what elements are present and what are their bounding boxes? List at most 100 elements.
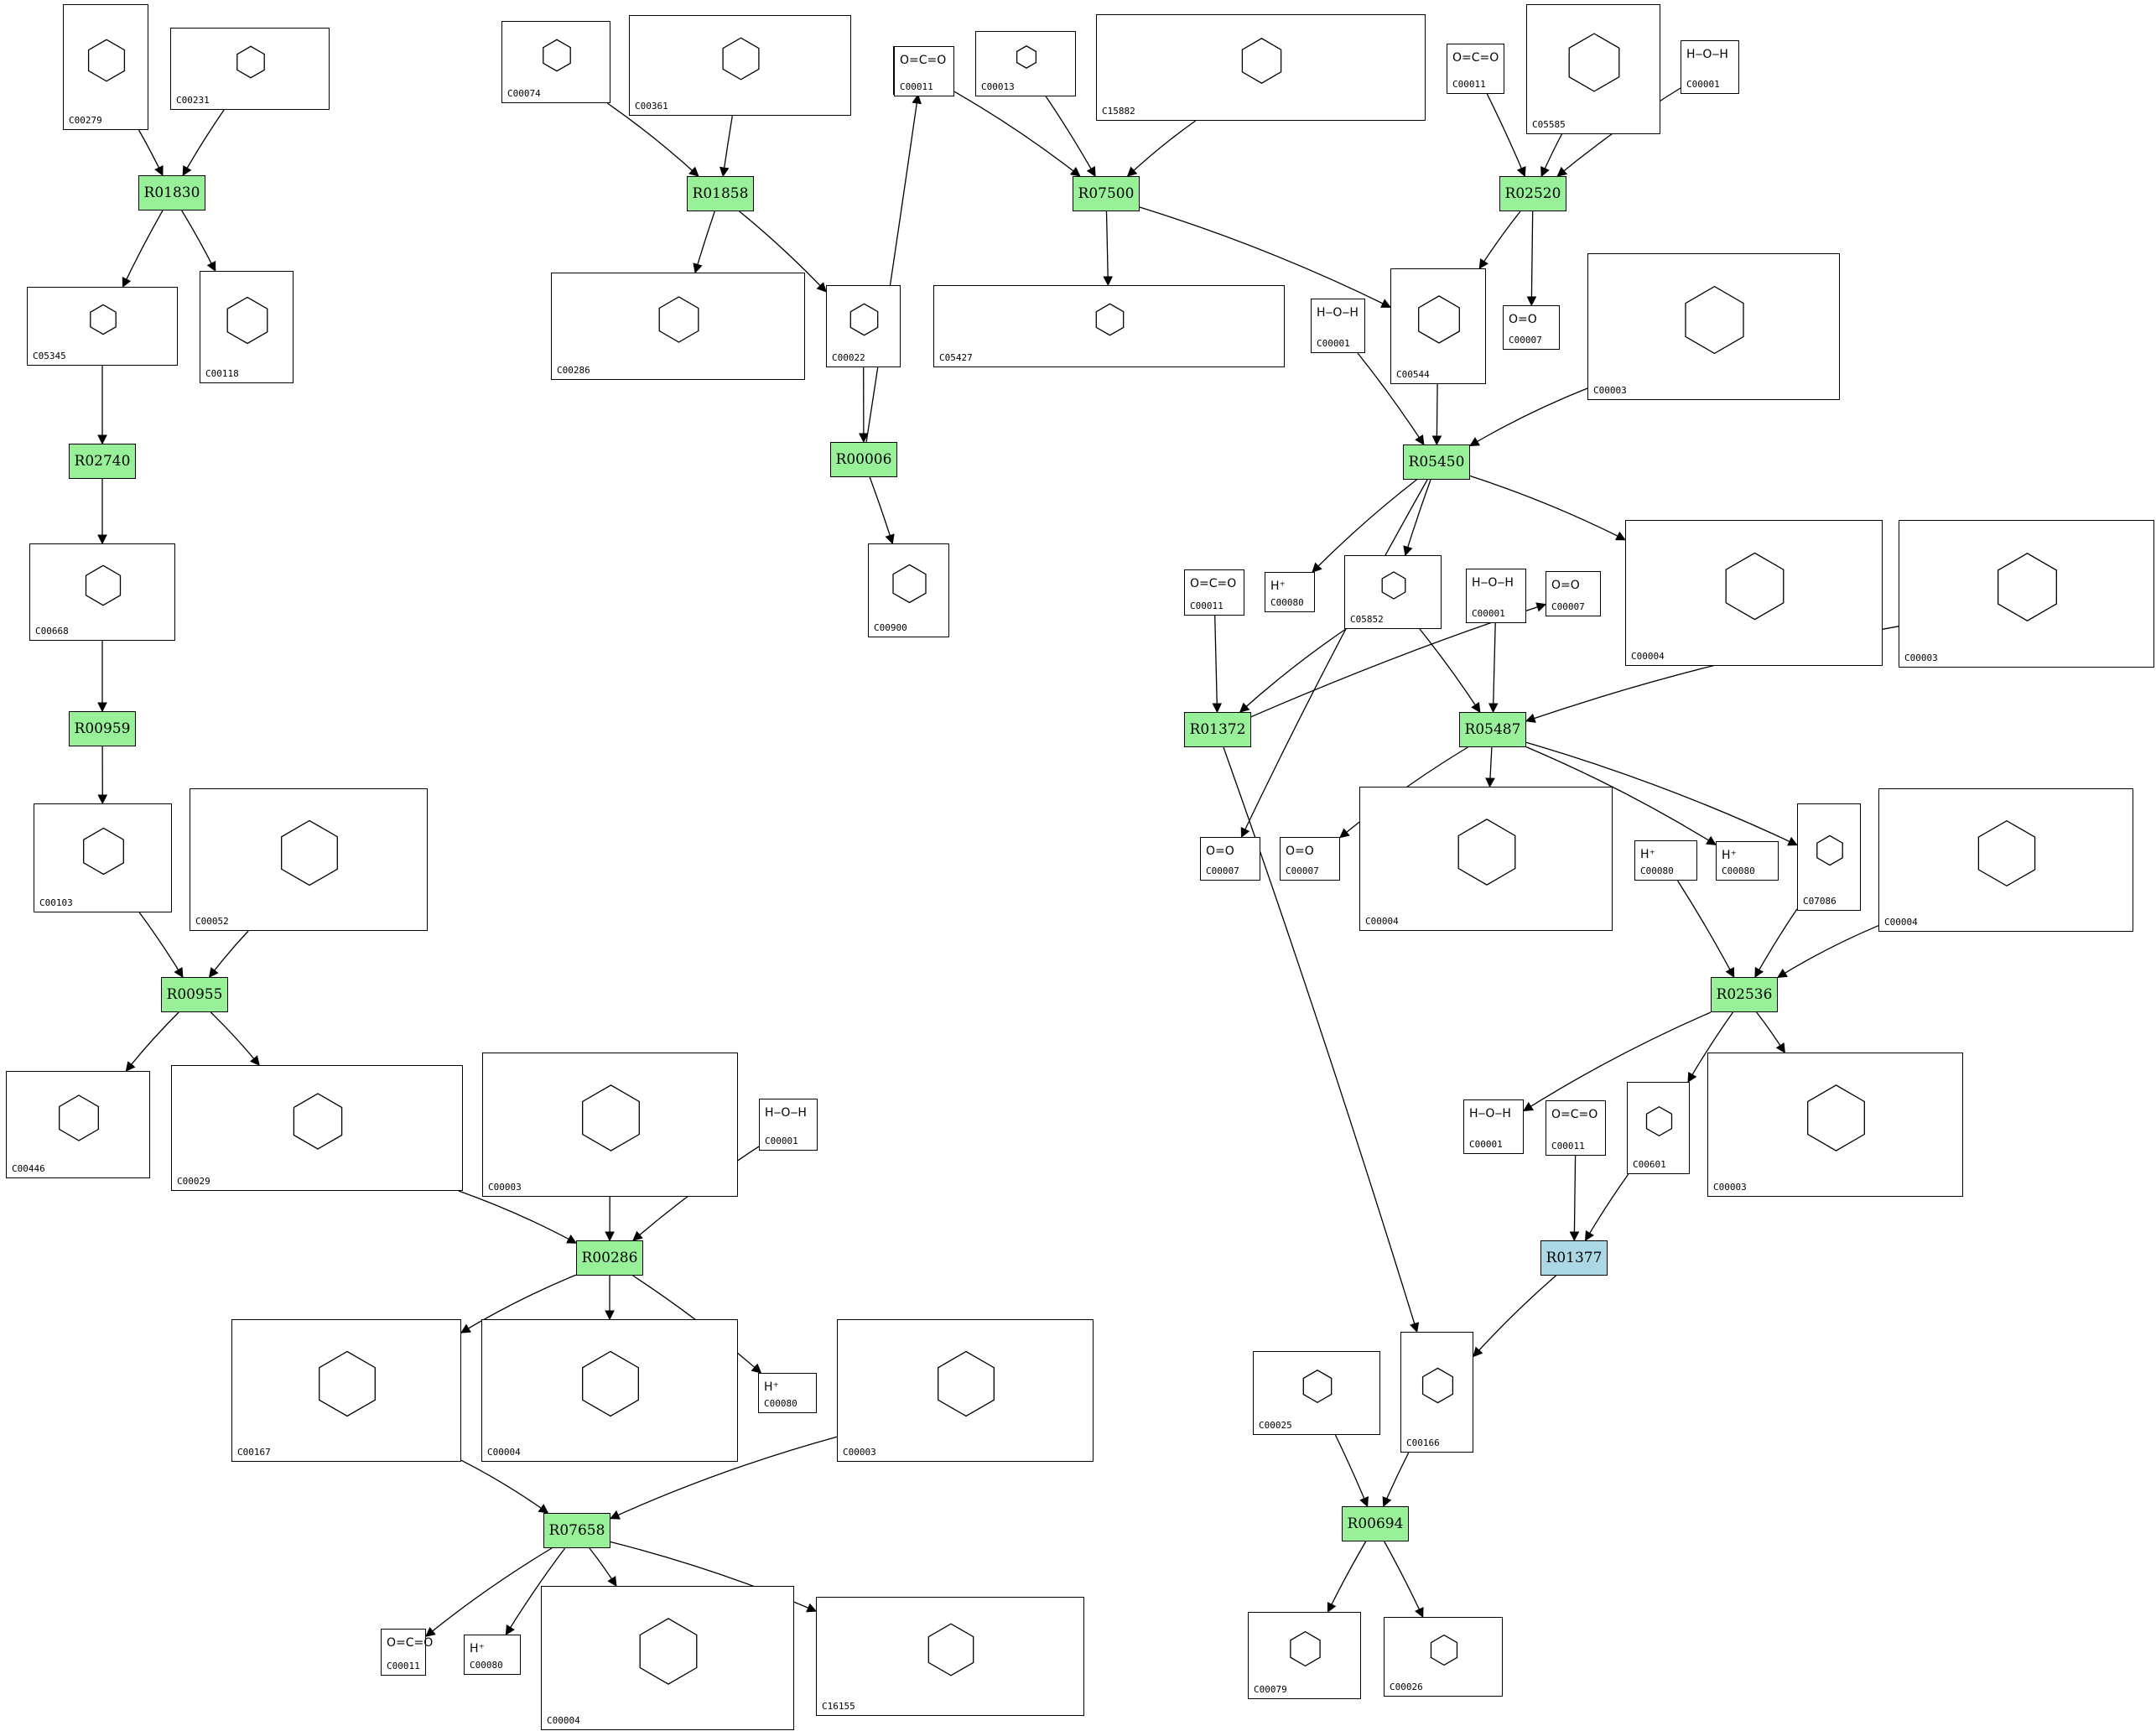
compound-c00003[interactable]: C00003 bbox=[482, 1053, 738, 1197]
compound-id-label: C00001 bbox=[1686, 79, 1720, 90]
structure-icon bbox=[236, 45, 265, 79]
compound-c00668[interactable]: C00668 bbox=[29, 543, 175, 641]
compound-c15882[interactable]: C15882 bbox=[1096, 14, 1426, 121]
compound-id-label: C00004 bbox=[1884, 917, 1918, 928]
reaction-edge bbox=[1312, 479, 1417, 573]
compound-c00004[interactable]: C00004 bbox=[481, 1319, 738, 1462]
compound-c00079[interactable]: C00079 bbox=[1248, 1612, 1361, 1699]
compound-c00231[interactable]: C00231 bbox=[170, 28, 330, 110]
compound-id-label: C00079 bbox=[1254, 1684, 1287, 1695]
reaction-edge bbox=[1469, 475, 1627, 541]
reaction-r00286[interactable]: R00286 bbox=[576, 1240, 643, 1276]
compound-c00074[interactable]: C00074 bbox=[501, 21, 610, 103]
compound-c00167[interactable]: C00167 bbox=[231, 1319, 461, 1462]
compound-c00052[interactable]: C00052 bbox=[190, 788, 428, 931]
compound-c00004[interactable]: C00004 bbox=[541, 1586, 794, 1730]
structure-icon bbox=[1457, 819, 1516, 886]
compound-c00544[interactable]: C00544 bbox=[1390, 268, 1486, 384]
reaction-edge bbox=[1126, 120, 1197, 177]
reaction-r01377[interactable]: R01377 bbox=[1540, 1240, 1608, 1276]
compound-id-label: C05585 bbox=[1532, 119, 1566, 130]
reaction-r00959[interactable]: R00959 bbox=[69, 711, 136, 746]
reaction-edge bbox=[609, 1436, 838, 1520]
compound-c00601[interactable]: C00601 bbox=[1627, 1082, 1690, 1174]
compound-c00004[interactable]: C00004 bbox=[1359, 787, 1613, 931]
reaction-edge bbox=[425, 1547, 553, 1637]
compound-c00080[interactable]: H⁺C00080 bbox=[1716, 841, 1779, 881]
reaction-r01372[interactable]: R01372 bbox=[1184, 712, 1251, 747]
compound-c00004[interactable]: C00004 bbox=[1878, 788, 2133, 932]
reaction-edge bbox=[1777, 925, 1879, 979]
compound-c00080[interactable]: H⁺C00080 bbox=[1634, 840, 1697, 881]
compound-c00003[interactable]: C00003 bbox=[1707, 1053, 1963, 1197]
structure-icon bbox=[1430, 1634, 1458, 1666]
compound-c00103[interactable]: C00103 bbox=[34, 803, 172, 912]
reaction-edge bbox=[1585, 1173, 1629, 1242]
compound-c00025[interactable]: C00025 bbox=[1253, 1351, 1380, 1435]
compound-c05345[interactable]: C05345 bbox=[27, 287, 178, 366]
structure-icon bbox=[639, 1618, 698, 1685]
compound-c00003[interactable]: C00003 bbox=[1899, 520, 2154, 668]
compound-c00080[interactable]: H⁺C00080 bbox=[1265, 572, 1315, 612]
compound-c00446[interactable]: C00446 bbox=[6, 1071, 150, 1178]
compound-c00166[interactable]: C00166 bbox=[1400, 1332, 1473, 1453]
compound-c00279[interactable]: C00279 bbox=[63, 4, 148, 130]
reaction-r00006[interactable]: R00006 bbox=[830, 442, 897, 477]
reaction-r00694[interactable]: R00694 bbox=[1342, 1506, 1409, 1541]
compound-id-label: C00080 bbox=[764, 1398, 797, 1409]
compound-c00029[interactable]: C00029 bbox=[171, 1065, 463, 1191]
reaction-edge bbox=[460, 1459, 549, 1514]
reaction-r01830[interactable]: R01830 bbox=[138, 175, 205, 211]
compound-c00026[interactable]: C00026 bbox=[1384, 1617, 1503, 1697]
reaction-edge bbox=[693, 211, 715, 274]
reaction-edge bbox=[1526, 211, 1537, 307]
compound-c16155[interactable]: C16155 bbox=[816, 1597, 1084, 1716]
compound-c00004[interactable]: C00004 bbox=[1625, 520, 1883, 666]
compound-c00286[interactable]: C00286 bbox=[551, 273, 805, 380]
reaction-edge bbox=[719, 115, 733, 178]
compound-c00080[interactable]: H⁺C00080 bbox=[758, 1373, 817, 1413]
compound-c05585[interactable]: C05585 bbox=[1526, 4, 1660, 134]
compound-c00022[interactable]: C00022 bbox=[826, 285, 901, 367]
reaction-r07658[interactable]: R07658 bbox=[543, 1513, 610, 1548]
reaction-r05450[interactable]: R05450 bbox=[1403, 444, 1470, 480]
compound-c00003[interactable]: C00003 bbox=[837, 1319, 1094, 1462]
compound-c00013[interactable]: C00013 bbox=[975, 31, 1076, 96]
reaction-r02740[interactable]: R02740 bbox=[69, 444, 136, 479]
compound-c00900[interactable]: C00900 bbox=[868, 543, 949, 637]
compound-c07086[interactable]: C07086 bbox=[1797, 803, 1861, 911]
compound-c05427[interactable]: C05427 bbox=[933, 285, 1285, 367]
compound-id-label: C05345 bbox=[33, 351, 66, 361]
compound-c00118[interactable]: C00118 bbox=[200, 271, 294, 383]
compound-id-label: C05427 bbox=[939, 352, 973, 363]
compound-c00080[interactable]: H⁺C00080 bbox=[464, 1635, 521, 1675]
reaction-edge bbox=[210, 1011, 260, 1066]
structure-icon bbox=[90, 304, 117, 335]
reaction-edge bbox=[1486, 93, 1526, 178]
reaction-r00955[interactable]: R00955 bbox=[161, 977, 228, 1012]
reaction-r02520[interactable]: R02520 bbox=[1499, 176, 1566, 211]
reaction-r05487[interactable]: R05487 bbox=[1459, 712, 1526, 747]
reaction-r07500[interactable]: R07500 bbox=[1073, 176, 1140, 211]
compound-c00003[interactable]: C00003 bbox=[1587, 253, 1840, 400]
reaction-edge bbox=[1223, 746, 1420, 1333]
reaction-r02536[interactable]: R02536 bbox=[1711, 977, 1778, 1012]
compound-c05852[interactable]: C05852 bbox=[1344, 555, 1442, 629]
reaction-r01858[interactable]: R01858 bbox=[687, 176, 754, 211]
reaction-edge bbox=[1523, 1011, 1712, 1112]
compound-c00361[interactable]: C00361 bbox=[629, 15, 851, 116]
